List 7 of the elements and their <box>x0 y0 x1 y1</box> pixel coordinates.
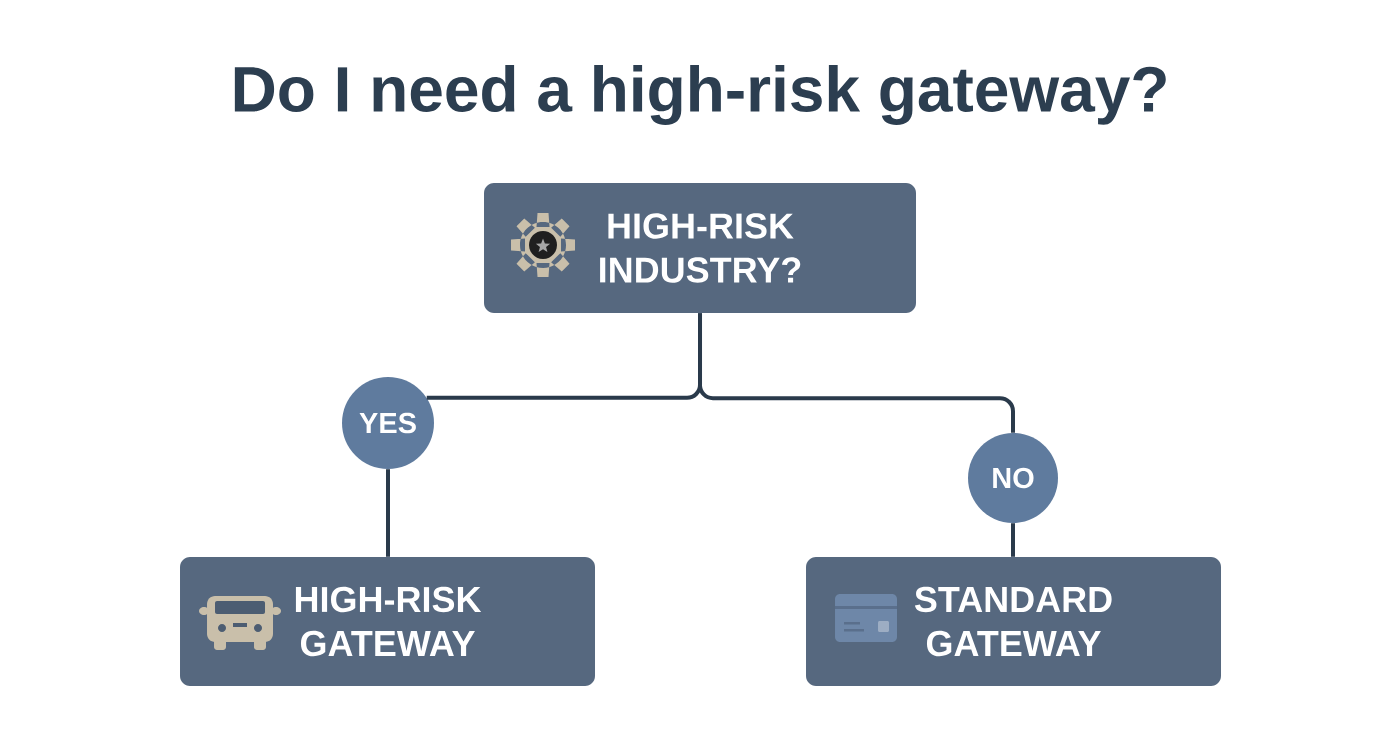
connector-line <box>1011 523 1015 557</box>
result-box: STANDARD GATEWAY <box>806 557 1221 686</box>
result-box: HIGH-RISK GATEWAY <box>180 557 595 686</box>
connector-line <box>698 313 1015 433</box>
title: Do I need a high-risk gateway? <box>234 65 1166 125</box>
connector-line <box>386 469 390 557</box>
decision-box: HIGH-RISK INDUSTRY? <box>484 183 916 313</box>
